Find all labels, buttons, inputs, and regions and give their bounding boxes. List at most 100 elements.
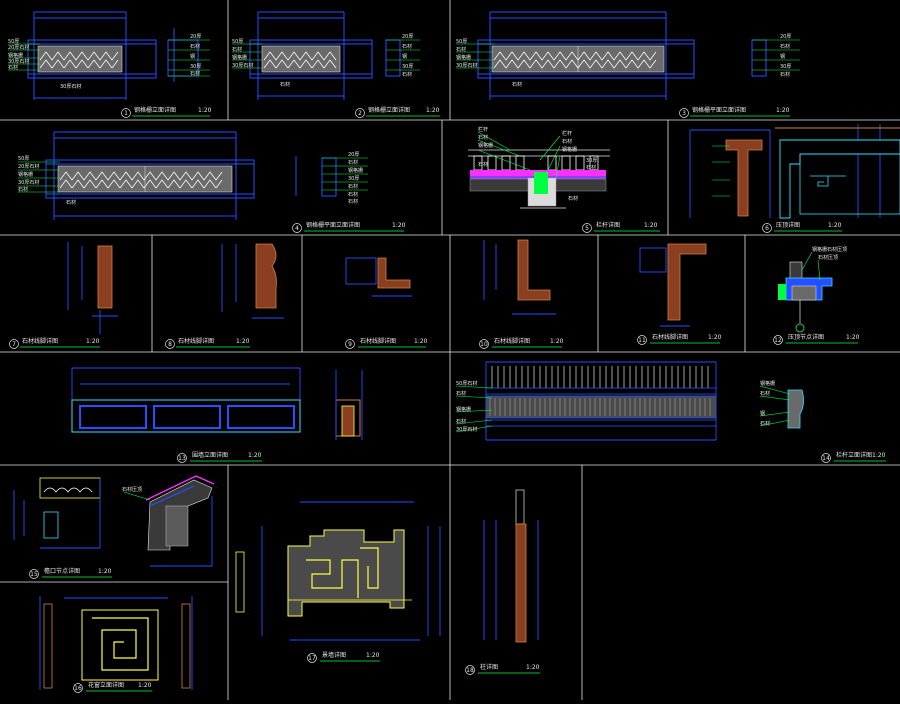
- panel-1-side-label: 20厚: [190, 34, 201, 40]
- panel-1-label: 50厚: [8, 39, 19, 45]
- svg-text:檐口节点详图: 檐口节点详图: [44, 567, 80, 575]
- svg-text:3: 3: [682, 110, 686, 117]
- panel-8-drawing: 8 石材线脚详图 1:20: [165, 243, 284, 349]
- svg-text:1:20: 1:20: [198, 107, 212, 114]
- panel-14-side-label: 钢格栅: [760, 380, 775, 387]
- panel-5-label: 石材: [478, 161, 488, 168]
- panel-1-drawing: 50厚 20厚石材 钢格栅 30厚石材 石材 30厚石材 20厚 石材 钢 30…: [8, 11, 212, 118]
- svg-text:压顶节点详图: 压顶节点详图: [788, 333, 824, 341]
- panel-2-side-label: 石材: [402, 71, 412, 78]
- panel-5-title: 5 栏杆详图 1:20: [582, 221, 660, 233]
- svg-text:栏杆立面详图: 栏杆立面详图: [836, 451, 872, 459]
- panel-17-title: 17 景墙详图 1:20: [307, 651, 380, 663]
- panel-3-label: 30厚石材: [456, 62, 477, 69]
- panel-14-label: 30厚石材: [456, 426, 477, 433]
- svg-text:1:20: 1:20: [98, 568, 112, 575]
- panel-3-label: 石材: [512, 81, 522, 88]
- panel-4-side-label: 石材: [348, 159, 358, 166]
- panel-10-title: 10 石材线脚详图 1:20: [479, 337, 564, 349]
- panel-16-title: 16 花窗立面详图 1:20: [73, 681, 152, 693]
- panel-4-side-label: 20厚: [348, 152, 359, 158]
- panel-3-label: 钢格栅: [456, 54, 471, 61]
- svg-text:1:20: 1:20: [248, 452, 262, 459]
- svg-text:2: 2: [358, 110, 362, 117]
- panel-4-side-label: 钢格栅: [348, 167, 363, 174]
- panel-2-label: 50厚: [232, 39, 243, 45]
- panel-4-side-label: 30厚: [348, 176, 359, 182]
- panel-2-title: 2 钢格栅立面详图 1:20: [355, 106, 440, 118]
- panel-14-side-label: 石材: [760, 420, 770, 427]
- svg-text:1:20: 1:20: [526, 664, 540, 671]
- panel-11-drawing: 11 石材线脚详图 1:20: [637, 243, 722, 345]
- svg-text:15: 15: [30, 571, 38, 578]
- svg-text:压顶详图: 压顶详图: [776, 221, 800, 229]
- panel-14-side-label: 石材: [760, 390, 770, 397]
- svg-text:5: 5: [585, 225, 589, 232]
- panel-2-drawing: 50厚 石材 钢格栅 30厚石材 石材 20厚 石材 钢 30厚 石材 2 钢格…: [232, 11, 440, 118]
- panel-5-right-label: 栏杆: [562, 130, 572, 137]
- panel-3-side-label: 20厚: [780, 34, 791, 40]
- svg-text:1:20: 1:20: [414, 338, 428, 345]
- panel-14-side-label: 钢: [760, 410, 765, 417]
- svg-text:钢格栅平面立面详图: 钢格栅平面立面详图: [692, 106, 746, 114]
- panel-4-label: 石材: [18, 186, 28, 193]
- svg-text:栏杆详图: 栏杆详图: [596, 221, 620, 229]
- svg-text:1:20: 1:20: [776, 107, 790, 114]
- panel-8-title: 8 石材线脚详图 1:20: [165, 337, 250, 349]
- svg-text:钢格栅立面详图: 钢格栅立面详图: [134, 106, 176, 114]
- svg-text:8: 8: [168, 341, 172, 348]
- panel-4-label: 20厚石材: [18, 163, 39, 170]
- svg-text:1:20: 1:20: [366, 652, 380, 659]
- panel-5-drawing: 栏杆 石材 钢格栅 石材 栏杆 石材 钢格栅 30厚 石材 石材 5 栏杆详图 …: [468, 126, 660, 233]
- panel-14-label: 钢格栅: [456, 406, 471, 413]
- panel-14-label: 50厚石材: [456, 380, 477, 387]
- panel-4-side-label: 石材: [348, 183, 358, 190]
- svg-text:石材线脚详图: 石材线脚详图: [178, 337, 214, 345]
- panel-3-label: 石材: [456, 46, 466, 53]
- panel-4-title: 4 钢格栅平面立面详图 1:20: [292, 221, 406, 233]
- panel-4-drawing: 50厚 20厚石材 钢格栅 30厚石材 石材 石材 20厚 石材 钢格栅 30厚…: [18, 131, 406, 233]
- panel-1-side-label: 钢: [190, 53, 195, 60]
- panel-2-side-label: 30厚: [402, 64, 413, 70]
- panel-2-label: 石材: [280, 81, 290, 88]
- panel-4-label: 50厚: [18, 156, 29, 162]
- panel-2-side-label: 钢: [402, 53, 407, 60]
- panel-11-title: 11 石材线脚详图 1:20: [637, 333, 722, 345]
- svg-text:17: 17: [308, 655, 316, 662]
- svg-text:1:20: 1:20: [550, 338, 564, 345]
- panel-14-title: 14 栏杆立面详图 1:20: [821, 451, 886, 463]
- panel-9-drawing: 9 石材线脚详图 1:20: [345, 257, 428, 349]
- svg-text:1:20: 1:20: [86, 338, 100, 345]
- panel-5-label: 钢格栅: [478, 142, 493, 149]
- svg-text:石材线脚详图: 石材线脚详图: [22, 337, 58, 345]
- panel-4-label: 30厚石材: [18, 179, 39, 186]
- svg-text:10: 10: [480, 341, 488, 348]
- svg-text:围墙立面详图: 围墙立面详图: [192, 451, 228, 459]
- svg-text:1:20: 1:20: [828, 222, 842, 229]
- svg-text:1:20: 1:20: [392, 222, 406, 229]
- svg-text:1:20: 1:20: [426, 107, 440, 114]
- svg-text:13: 13: [178, 455, 186, 462]
- panel-3-label: 50厚: [456, 39, 467, 45]
- panel-16-drawing: 16 花窗立面详图 1:20: [39, 596, 193, 693]
- svg-text:1: 1: [124, 110, 128, 117]
- railing-hatch: [489, 398, 711, 416]
- svg-text:柱详图: 柱详图: [480, 663, 498, 671]
- panel-5-label: 栏杆: [478, 126, 488, 133]
- panel-12-drawing: 钢格栅石材压顶 石材压顶 12 压顶节点详图 1:20: [773, 246, 860, 345]
- svg-text:花窗立面详图: 花窗立面详图: [88, 681, 124, 689]
- panel-14-label: 石材: [456, 418, 466, 425]
- panel-7-title: 7 石材线脚详图 1:20: [9, 337, 100, 349]
- svg-text:14: 14: [822, 455, 830, 462]
- svg-text:1:20: 1:20: [872, 452, 886, 459]
- svg-text:景墙详图: 景墙详图: [322, 651, 346, 659]
- panel-10-drawing: 10 石材线脚详图 1:20: [479, 239, 564, 349]
- panel-4-label: 石材: [66, 199, 76, 206]
- panel-9-title: 9 石材线脚详图 1:20: [345, 337, 428, 349]
- panel-3-title: 3 钢格栅平面立面详图 1:20: [679, 106, 790, 118]
- panel-6-drawing: 6 压顶详图 1:20: [689, 124, 900, 233]
- panel-5-right-label: 石材: [586, 164, 596, 171]
